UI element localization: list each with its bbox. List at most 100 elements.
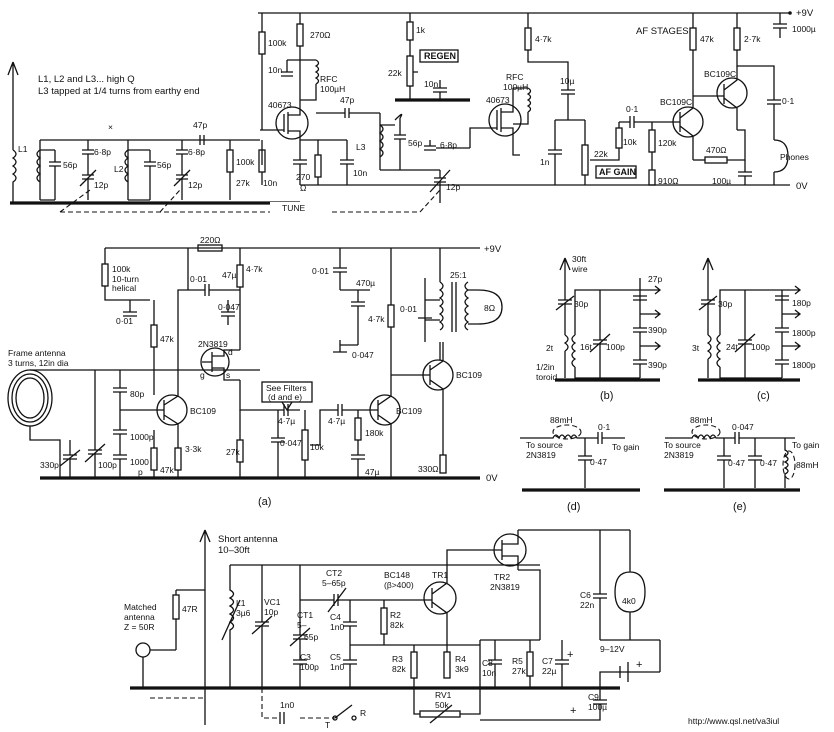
ce-to-gain: To gain	[792, 440, 820, 450]
ca-c4u7a: 4·7µ	[278, 416, 295, 426]
ca-fet-d: d	[228, 347, 233, 357]
ce-c0-047: 0·047	[732, 422, 754, 432]
c1-c47p-b: 47p	[340, 95, 354, 105]
c1-coupling-mark: ×	[108, 122, 113, 132]
cc-c1800p-b: 1800p	[792, 360, 816, 370]
ca-r4k7: 4·7k	[246, 264, 263, 274]
c1-c56p-b: 56p	[157, 160, 171, 170]
ca-ground-label: 0V	[486, 473, 498, 484]
c3-c5-2: 1n0	[330, 662, 344, 672]
circuit1-regenerative-receiver: +9V 0V L1, L2 and L3... high Q L3 tapped…	[7, 8, 816, 214]
tr-switch-icon	[334, 704, 353, 719]
c3-c3-1: C3	[300, 652, 311, 662]
ca-c1000p-c: p	[138, 467, 143, 477]
c1-c12p-b: 12p	[188, 180, 202, 190]
c1-r4k7: 4·7k	[535, 34, 552, 44]
c3-matched-1: Matched	[124, 602, 157, 612]
c3-short-antenna-1: Short antenna	[218, 534, 278, 545]
c3-bc148-1: BC148	[384, 570, 410, 580]
circuit3-short-antenna-receiver: Short antenna 10–30ft Matched antenna Z …	[124, 529, 661, 730]
ca-c0-047: 0·047	[218, 302, 240, 312]
c3-rv1-1: RV1	[435, 690, 452, 700]
c3-c6-1: C6	[580, 590, 591, 600]
cd-to-gain: To gain	[612, 442, 640, 452]
fet-2n3819-icon	[200, 347, 230, 377]
cd-to-source-1: To source	[526, 440, 563, 450]
ce-caption: (e)	[733, 501, 746, 513]
c3-vc1-1: VC1	[264, 597, 281, 607]
c1-r910: 910Ω	[658, 176, 679, 186]
ca-r47k: 47k	[160, 334, 174, 344]
c1-c1n: 1n	[540, 157, 550, 167]
c3-c4-2: 1n0	[330, 622, 344, 632]
c1-c56p-c: 56p	[408, 138, 422, 148]
cc-c1800p-a: 1800p	[792, 328, 816, 338]
c3-r4-2: 3k9	[455, 664, 469, 674]
c3-c6-2: 22n	[580, 600, 594, 610]
c1-c0-1a: 0·1	[626, 104, 639, 114]
cb-c390p-b: 390p	[648, 360, 667, 370]
c3-ct2-2: 5–65p	[322, 578, 346, 588]
bjt-bc148-icon	[423, 581, 457, 615]
c1-regen-label: REGEN	[424, 51, 456, 61]
cb-toroid-1: 1/2in	[536, 362, 555, 372]
c1-c10n-a: 10n	[268, 65, 282, 75]
c1-note-line1: L1, L2 and L3... high Q	[38, 74, 135, 85]
c1-c10n-d: 10n	[424, 79, 438, 89]
c3-short-antenna-2: 10–30ft	[218, 545, 250, 556]
c1-c47p-a: 47p	[193, 120, 207, 130]
footer-url: http://www.qsl.net/va3iul	[688, 716, 779, 726]
c1-rfc2-value: 100µH	[503, 82, 528, 92]
bjt-bc109c-b-icon	[716, 77, 748, 109]
ca-c4u7b: 4·7µ	[328, 416, 345, 426]
c3-l1-1: L1	[236, 598, 246, 608]
ca-r330: 330Ω	[418, 464, 439, 474]
ca-caption: (a)	[258, 496, 271, 508]
ca-r27k: 27k	[226, 447, 240, 457]
c1-r10k: 10k	[623, 137, 637, 147]
c1-c10u: 10µ	[560, 76, 574, 86]
ca-fet-s: s	[226, 370, 230, 380]
speaker-icon	[477, 289, 503, 325]
ce-l88b: 88mH	[796, 460, 819, 470]
headphone-icon	[600, 530, 660, 641]
c1-c1000u: 1000µ	[792, 24, 816, 34]
c3-r5-1: R5	[512, 656, 523, 666]
cc-caption: (c)	[757, 390, 770, 402]
c1-note-line2: L3 tapped at 1/4 turns from earthy end	[38, 86, 200, 97]
mosfet-40673-a-icon	[275, 106, 309, 140]
ca-helical-2: helical	[112, 283, 136, 293]
c3-c8-2: 10n	[482, 668, 496, 678]
c1-l3-label: L3	[356, 142, 366, 152]
cb-turns2: 2t	[546, 343, 554, 353]
ca-c47u: 47µ	[222, 270, 236, 280]
ca-frame-antenna-1: Frame antenna	[8, 348, 66, 358]
c3-r2-1: R2	[390, 610, 401, 620]
ca-ratio: 25:1	[450, 270, 467, 280]
c3-r2-2: 82k	[390, 620, 404, 630]
antenna-icon	[7, 61, 19, 150]
c3-ct2-1: CT2	[326, 568, 342, 578]
c1-bc109c-a: BC109C	[660, 97, 692, 107]
cb-wire-1: 30ft	[572, 254, 587, 264]
c3-c9-1: C9	[588, 692, 599, 702]
circuit-c-antenna-filter: 30p 3t 24t 100p 180p 1800p 1800p (c)	[692, 257, 816, 402]
c1-r100k-b: 100k	[268, 38, 287, 48]
c3-ct1-3: 65p	[304, 632, 318, 642]
c3-c4-1: C4	[330, 612, 341, 622]
c1-c100u: 100µ	[712, 176, 731, 186]
cb-wire-2: wire	[571, 264, 588, 274]
c1-r120k: 120k	[658, 138, 677, 148]
c1-ground-label: 0V	[796, 181, 808, 192]
c3-plus-c: +	[570, 705, 576, 717]
ca-c47u-b: 47µ	[365, 467, 379, 477]
ca-r100k: 100k	[112, 264, 131, 274]
cc-c180p: 180p	[792, 298, 811, 308]
c1-afgain-label: AF GAIN	[599, 167, 636, 177]
cb-toroid-2: toroid	[536, 372, 558, 382]
c1-r270-b: 270	[296, 172, 310, 182]
c1-c6p8-a: 6·8p	[94, 147, 111, 157]
c1-l1-label: L1	[18, 144, 28, 154]
circuit-a-frame-antenna-receiver: +9V 0V (a) Frame antenna 3 turns, 12in d…	[7, 235, 503, 508]
cc-turns3: 3t	[692, 343, 700, 353]
